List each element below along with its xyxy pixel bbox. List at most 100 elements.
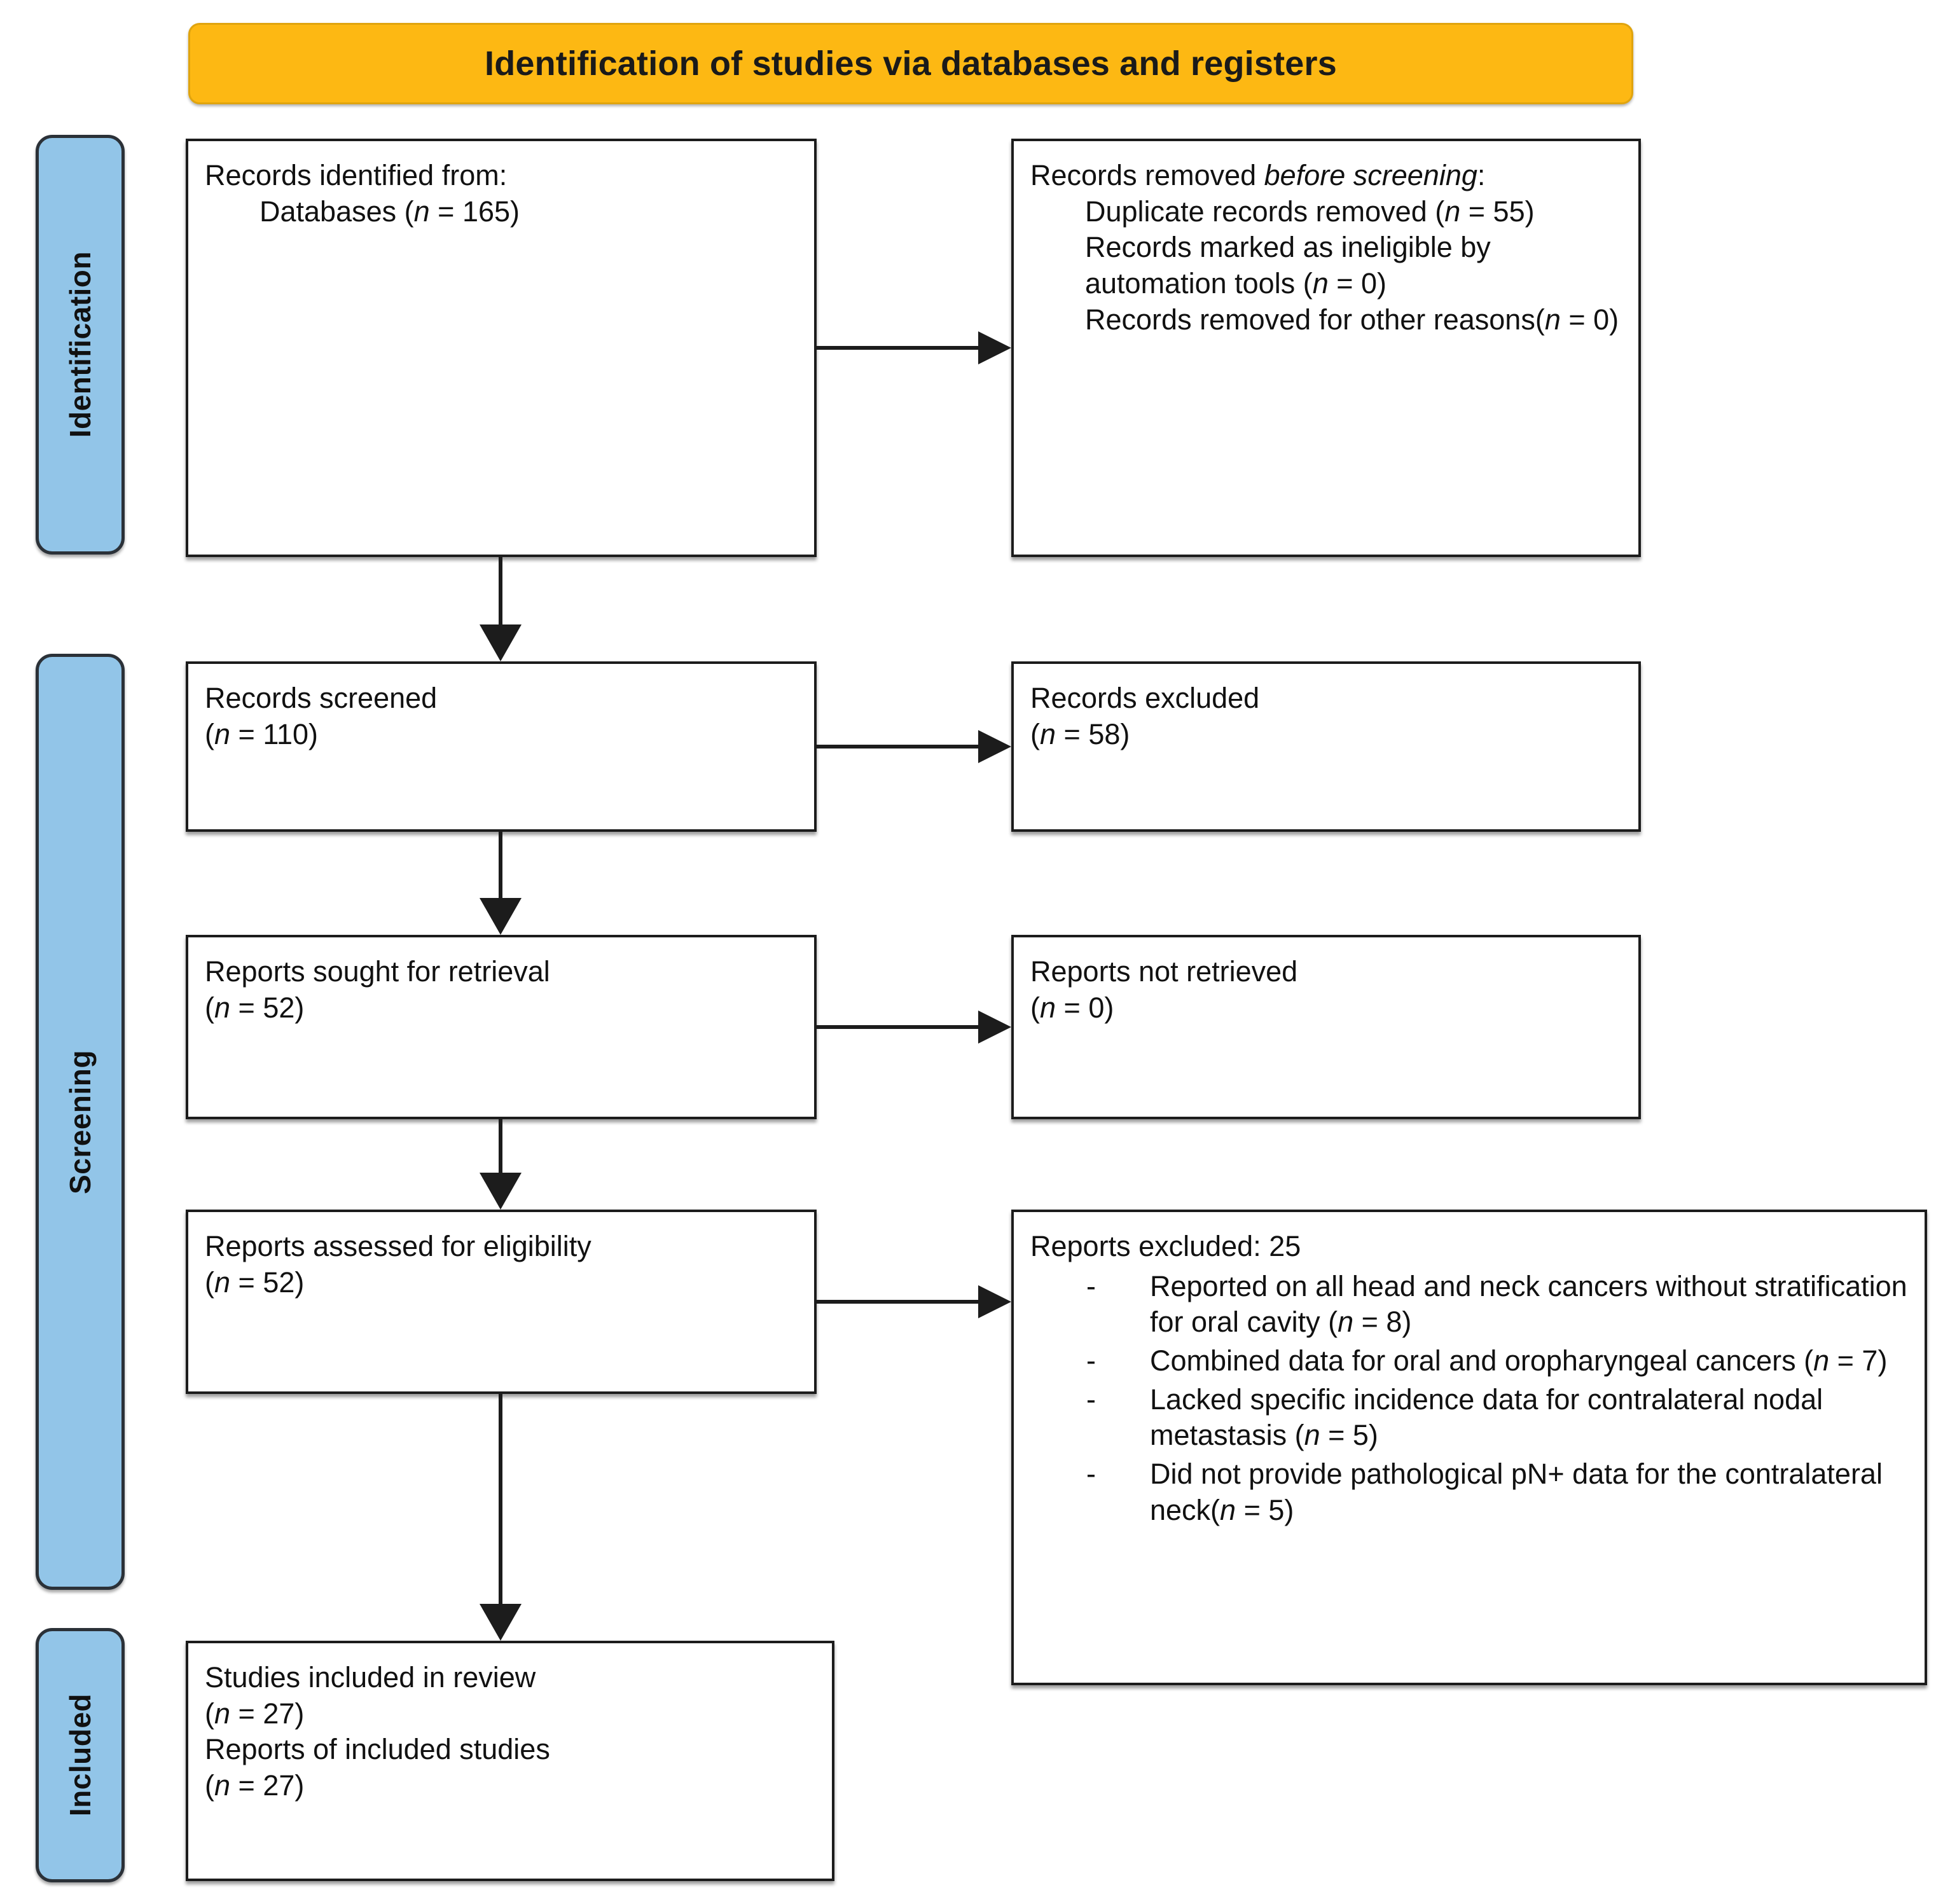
reason-count: = 5) [1236,1493,1294,1526]
other-post: = 0) [1560,303,1619,336]
arrow-screened-to-sought [478,832,523,935]
automation-post: = 0) [1328,267,1387,300]
arrow-head-icon [480,1604,522,1641]
arrow-head-icon [480,624,522,661]
count-value: = 52) [230,1266,305,1299]
arrow-shaft [817,346,979,350]
arrow-head-icon [978,331,1011,364]
n-symbol: n [1813,1344,1830,1377]
box-records-screened: Records screened (n = 110) [186,661,817,832]
box-reports-not-retrieved: Reports not retrieved (n = 0) [1011,935,1641,1119]
records-excluded-label: Records excluded [1030,682,1260,714]
box-studies-included: Studies included in review (n = 27) Repo… [186,1641,834,1881]
n-symbol: n [1220,1493,1236,1526]
n-symbol: n [1338,1306,1354,1339]
other-pre: Records removed for other reasons( [1085,303,1545,336]
box-records-removed: Records removed before screening: Duplic… [1011,139,1641,557]
reports-included-label: Reports of included studies [205,1733,550,1766]
reports-assessed-count: (n = 52) [205,1265,798,1301]
banner-title: Identification of studies via databases … [485,45,1337,83]
identification-banner: Identification of studies via databases … [188,23,1633,104]
n-symbol: n [1304,1419,1320,1452]
paren-open: ( [205,1769,214,1802]
n-symbol: n [214,1266,231,1299]
reason-count: = 8) [1353,1306,1412,1339]
removed-heading-pre: Records removed [1030,159,1264,191]
arrow-shaft [499,832,502,898]
records-identified-line1: Records identified from: [205,159,508,191]
arrow-assessed-to-reports-excluded [817,1285,1011,1318]
list-item: -Reported on all head and neck cancers w… [1030,1269,1908,1341]
n-symbol: n [214,717,231,750]
stage-label-identification: Identification [64,251,97,438]
n-symbol: n [1040,717,1056,750]
dash-bullet-icon: - [1086,1344,1096,1377]
count-value: = 52) [230,991,305,1024]
n-symbol: n [1444,195,1461,228]
exclusion-reason-list: -Reported on all head and neck cancers w… [1030,1269,1908,1529]
paren-open: ( [205,1266,214,1299]
count-value: = 58) [1056,717,1130,750]
paren-open: ( [205,1697,214,1730]
box-reports-assessed: Reports assessed for eligibility (n = 52… [186,1210,817,1394]
reason-text: Lacked specific incidence data for contr… [1150,1383,1823,1452]
n-symbol: n [214,1769,231,1802]
reports-included-count: (n = 27) [205,1768,815,1804]
records-screened-count: (n = 110) [205,717,798,753]
arrow-screened-to-excluded [817,730,1011,763]
paren-open: ( [1030,991,1040,1024]
list-item: -Lacked specific incidence data for cont… [1030,1382,1908,1454]
list-item: - Did not provide pathological pN+ data f… [1030,1456,1908,1528]
arrow-identified-to-screened [478,557,523,661]
count-value: = 27) [230,1769,305,1802]
studies-included-label: Studies included in review [205,1661,536,1694]
dash-bullet-icon: - [1086,1458,1096,1491]
reason-count: = 7) [1829,1344,1888,1377]
reason-text: Combined data for oral and oropharyngeal… [1150,1344,1814,1377]
arrow-shaft [817,1300,979,1304]
n-symbol: n [1040,991,1056,1024]
reason-text: Did not provide pathological pN+ data fo… [1150,1458,1883,1526]
databases-value: = 165) [429,195,520,228]
reports-not-retrieved-count: (n = 0) [1030,990,1622,1026]
count-value: = 0) [1056,991,1114,1024]
arrow-assessed-to-included [478,1394,523,1641]
n-symbol: n [214,991,231,1024]
stage-label-included: Included [64,1694,97,1817]
dash-bullet-icon: - [1086,1269,1096,1302]
paren-open: ( [205,717,214,750]
reports-assessed-label: Reports assessed for eligibility [205,1230,591,1262]
records-identified-databases: Databases (n = 165) [205,194,798,230]
arrow-sought-to-not-retrieved [817,1011,1011,1044]
stage-bar-included: Included [36,1628,125,1882]
automation-pre: Records marked as ineligible by automati… [1085,231,1491,300]
arrow-sought-to-assessed [478,1119,523,1210]
reports-sought-label: Reports sought for retrieval [205,955,550,988]
duplicates-pre: Duplicate records removed ( [1085,195,1445,228]
arrow-head-icon [978,1285,1011,1318]
count-value: = 110) [230,717,319,750]
removed-heading-italic: before screening [1264,159,1477,191]
arrow-head-icon [480,898,522,935]
n-symbol: n [214,1697,231,1730]
arrow-head-icon [978,730,1011,763]
count-value: = 27) [230,1697,305,1730]
records-screened-label: Records screened [205,682,438,714]
box-reports-sought: Reports sought for retrieval (n = 52) [186,935,817,1119]
n-symbol: n [1544,303,1561,336]
stage-label-screening: Screening [64,1049,97,1194]
removed-heading-post: : [1477,159,1486,191]
reason-count: = 5) [1320,1419,1378,1452]
box-records-excluded: Records excluded (n = 58) [1011,661,1641,832]
records-removed-heading: Records removed before screening: [1030,158,1622,194]
arrow-shaft [817,1025,979,1029]
reports-excluded-heading: Reports excluded: 25 [1030,1230,1301,1262]
removed-item-automation: Records marked as ineligible by automati… [1030,230,1622,301]
paren-open: ( [1030,717,1040,750]
arrow-head-icon [978,1011,1011,1044]
arrow-shaft [817,745,979,748]
n-symbol: n [413,195,430,228]
box-records-identified: Records identified from: Databases (n = … [186,139,817,557]
arrow-shaft [499,557,502,624]
arrow-head-icon [480,1173,522,1210]
